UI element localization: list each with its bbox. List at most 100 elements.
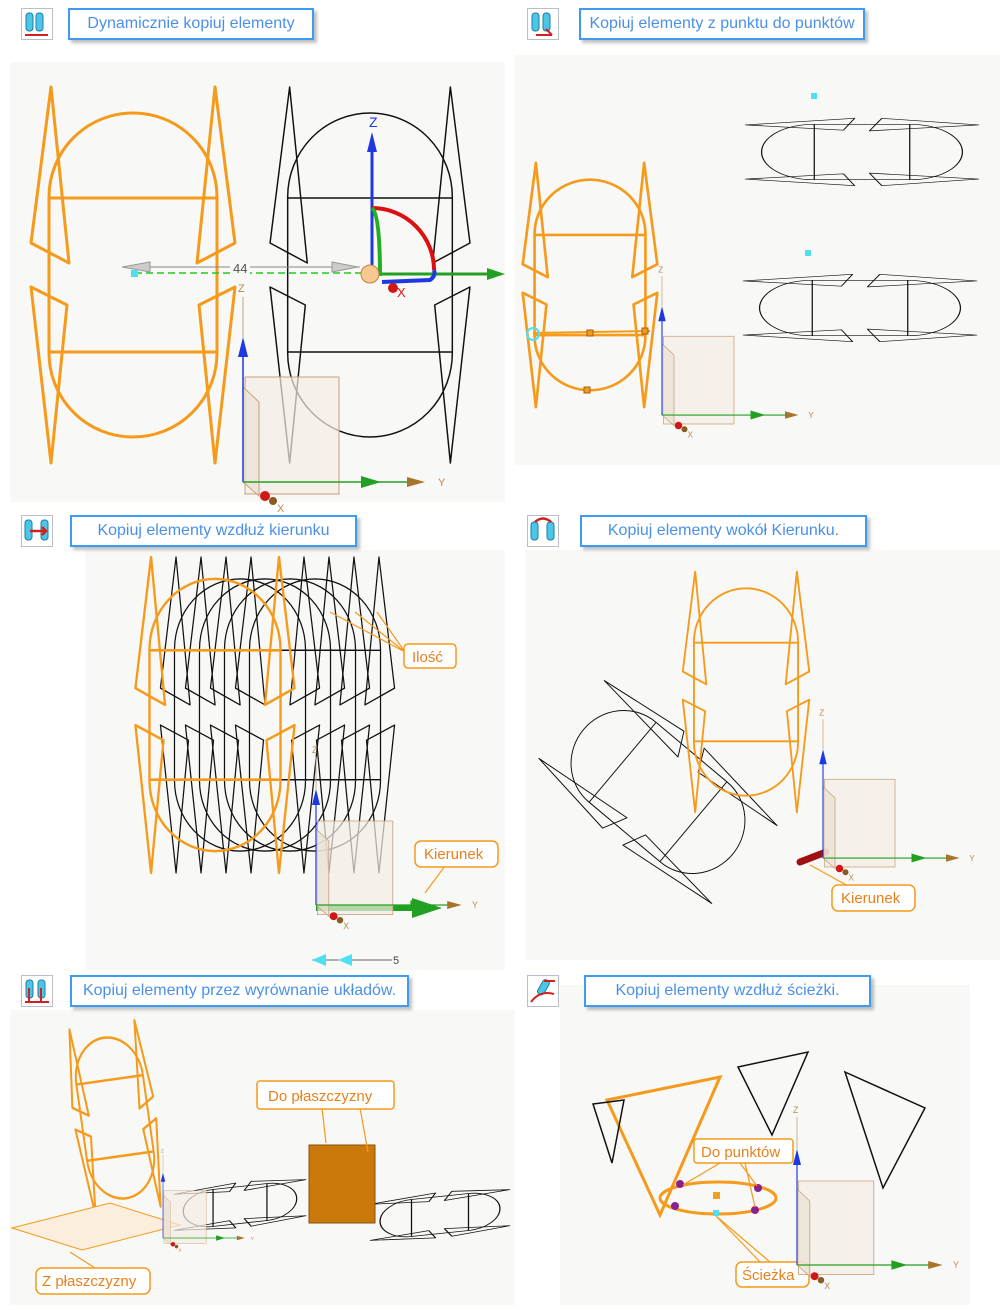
path-point[interactable] (751, 1206, 759, 1214)
source-part[interactable] (681, 570, 811, 814)
spike-triangle (184, 724, 215, 874)
source-part[interactable] (521, 161, 659, 409)
spike-triangle (866, 328, 978, 342)
spacing-value: 5 (393, 955, 399, 967)
target-point[interactable] (805, 250, 811, 256)
to-points-leader (682, 1162, 758, 1208)
direction-callout (414, 840, 499, 868)
path-point[interactable] (671, 1202, 679, 1210)
dimension-arrow-left (121, 261, 151, 273)
capsule-outline (570, 710, 746, 874)
panel-title-point-to-points: Kopiuj elementy z punktu do punktów (579, 8, 865, 40)
dimension-arrow-right (331, 261, 359, 273)
y-axis-label: Y (808, 411, 814, 420)
copied-part[interactable] (742, 274, 978, 342)
spike-triangle (195, 85, 237, 265)
start-point-marker[interactable] (131, 270, 138, 277)
spike-triangle (369, 1230, 437, 1241)
point-marker[interactable] (586, 329, 594, 337)
z-axis-label: Z (312, 745, 318, 755)
from-plane-callout-text: Z płaszczyzny (42, 1273, 137, 1290)
spike-triangle (289, 556, 321, 706)
cross-bars (212, 1183, 268, 1227)
source-part[interactable] (62, 1019, 169, 1217)
source-part[interactable] (134, 555, 296, 875)
z-axis-label: Z (658, 266, 663, 275)
to-points-callout (693, 1138, 794, 1164)
path-point[interactable] (676, 1180, 684, 1188)
path-start-point[interactable] (713, 1210, 719, 1216)
rotate-handle-z[interactable] (381, 269, 437, 284)
capsule-outline (692, 587, 800, 797)
z-axis-arrow (312, 789, 320, 805)
cross-bars (49, 196, 217, 354)
spike-triangle (234, 724, 265, 874)
coordinate-triad: ZYX (238, 283, 446, 515)
rotate-handle-y[interactable] (370, 206, 382, 277)
point-marker[interactable] (583, 386, 591, 394)
axis-callout-text: Kierunek (841, 890, 901, 907)
spike-triangle (742, 329, 854, 342)
source-point[interactable] (526, 327, 540, 341)
z-arrow[interactable] (367, 132, 377, 152)
capsule-outline (47, 111, 219, 439)
dynamic-copy-part[interactable] (269, 86, 471, 464)
spike-triangle (209, 556, 241, 706)
y-axis-label: Y (251, 1236, 255, 1242)
spike-triangle (133, 1019, 155, 1110)
y-axis-arrow (361, 476, 381, 488)
spike-triangle (265, 723, 296, 875)
y-axis-label: Y (472, 900, 478, 910)
source-triangle[interactable] (604, 1074, 723, 1219)
path-point[interactable] (754, 1184, 762, 1192)
source-part[interactable] (29, 85, 237, 465)
rotation-axis-handle[interactable] (796, 848, 830, 866)
x-axis-label: X (343, 921, 349, 931)
rotate-handle-x[interactable] (371, 206, 436, 271)
dynamic-copy-icon[interactable] (21, 8, 53, 40)
direction-arrow-head[interactable] (412, 898, 442, 918)
spike-triangle (134, 555, 167, 707)
spike-triangle (697, 747, 778, 827)
cross-bars (287, 197, 453, 353)
spike-triangle (29, 85, 71, 265)
target-point[interactable] (811, 93, 817, 99)
spike-triangle (622, 834, 713, 904)
copy-around-direction-icon[interactable] (527, 515, 559, 547)
path-copy-triangle[interactable] (843, 1070, 927, 1190)
y-arrow[interactable] (487, 268, 505, 280)
dimension-bg (230, 262, 250, 274)
aligned-copy-part[interactable] (369, 1185, 511, 1244)
z-axis-arrow (658, 306, 666, 322)
copy-point-to-points-icon[interactable] (527, 8, 559, 40)
drag-origin-ball[interactable] (360, 264, 380, 284)
copy-align-frames-icon[interactable] (21, 975, 53, 1007)
copy-along-path-icon[interactable] (527, 975, 559, 1007)
y-axis-label: Y (438, 477, 446, 489)
origin-point[interactable] (713, 1192, 720, 1199)
x-handle-ball[interactable] (388, 283, 398, 293)
spike-triangle (159, 556, 191, 706)
x-axis-label: X (824, 1281, 830, 1291)
copy-along-direction-icon[interactable] (21, 515, 53, 547)
axis-leader (809, 864, 851, 888)
x-axis-ball (170, 1242, 176, 1247)
y-axis-arrow (911, 853, 927, 863)
path-copy-triangle[interactable] (736, 1050, 810, 1137)
spike-triangle (134, 723, 165, 875)
spike-triangle (681, 570, 708, 686)
spike-triangle (184, 556, 216, 706)
z-axis-label: Z (161, 1149, 164, 1155)
source-plane[interactable] (10, 1202, 182, 1251)
x-axis-ball-ext (817, 1277, 825, 1284)
target-plane[interactable] (308, 1144, 376, 1224)
cross-bars (410, 1193, 470, 1237)
capsule-outline (198, 578, 332, 852)
spacing-arrow-left (312, 954, 326, 966)
copied-part[interactable] (744, 118, 980, 186)
point-marker[interactable] (641, 327, 649, 335)
x-axis-ball-ext (174, 1244, 179, 1249)
direction-leader (424, 865, 446, 894)
rotated-copy-part[interactable] (531, 671, 785, 913)
path-copy-triangle[interactable] (592, 1099, 625, 1164)
